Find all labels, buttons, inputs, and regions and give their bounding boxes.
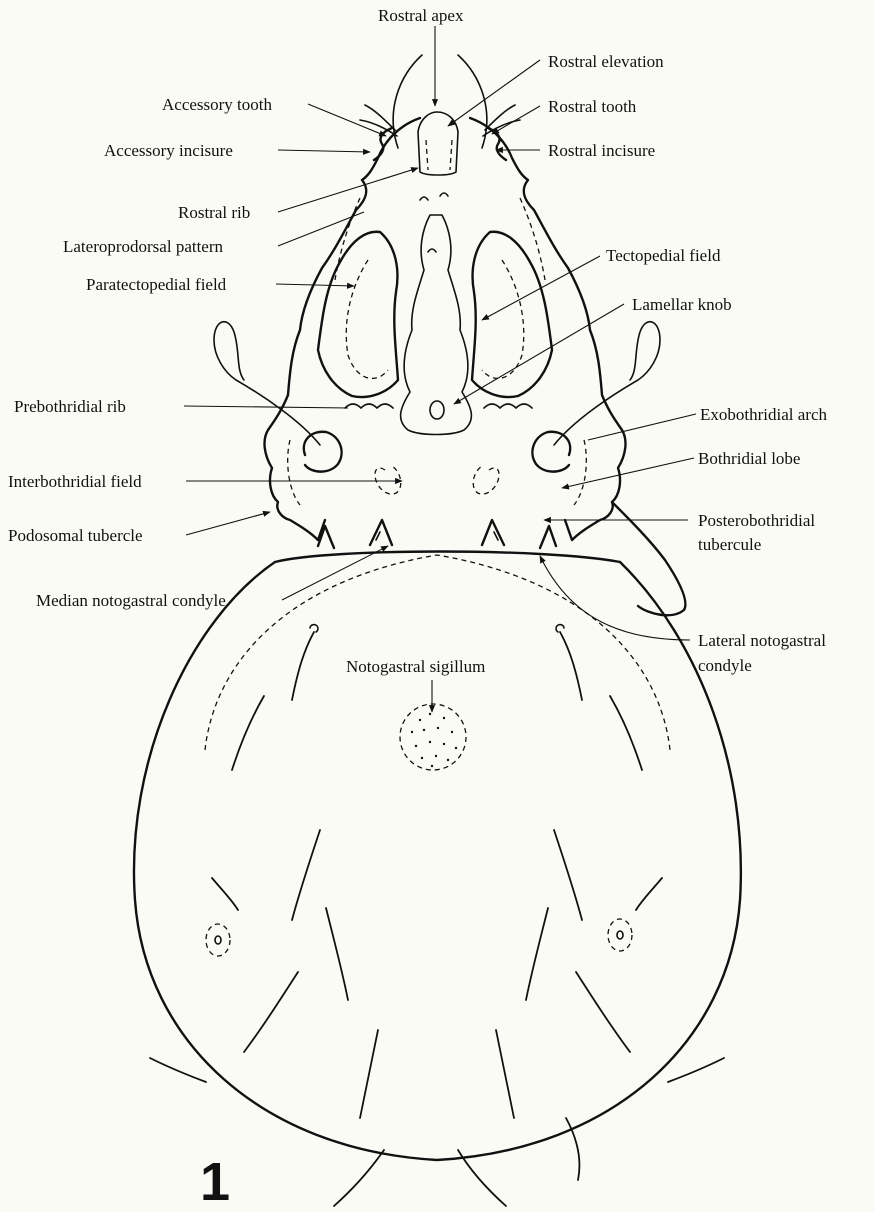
label-bothridial-lobe: Bothridial lobe <box>698 449 800 468</box>
seta-alveolus <box>310 625 318 632</box>
label-interbothridial-field: Interbothridial field <box>8 472 142 491</box>
label-lateroprodorsal-pattern: Lateroprodorsal pattern <box>63 237 224 256</box>
rostral-hair-left <box>360 105 397 136</box>
lamellar-knob <box>430 401 444 419</box>
label-exobothridial-arch: Exobothridial arch <box>700 405 827 424</box>
prebothridial-rib-left <box>345 404 393 408</box>
dorsosejugal-dashed-line <box>205 555 670 750</box>
label-posterobothridial-tubercule-line1: Posterobothridial <box>698 511 815 530</box>
leader-lines <box>184 26 696 712</box>
bothridium-right <box>532 432 570 472</box>
notogastral-sigillum-outline <box>400 704 466 770</box>
condyle-marks <box>376 532 498 540</box>
exobothridial-dash <box>288 440 587 505</box>
label-lateral-notogastral-condyle-line2: condyle <box>698 656 752 675</box>
prodorsum-outline <box>265 118 626 540</box>
seta <box>232 696 264 770</box>
label-prebothridial-rib: Prebothridial rib <box>14 397 126 416</box>
figure-number: 1 <box>200 1152 230 1212</box>
label-paratectopedial-field: Paratectopedial field <box>86 275 227 294</box>
lateral-condyle-right <box>540 526 556 548</box>
label-posterobothridial-tubercule-line2: tubercule <box>698 535 761 554</box>
interbothridial-field-left <box>375 466 401 494</box>
label-accessory-tooth: Accessory tooth <box>162 95 273 114</box>
lateral-condyle-left <box>318 526 334 548</box>
humeral-process-right <box>612 502 685 615</box>
label-rostral-elevation: Rostral elevation <box>548 52 664 71</box>
rostral-rib-dashes <box>426 140 452 170</box>
label-rostral-incisure: Rostral incisure <box>548 141 655 160</box>
seta <box>554 830 582 920</box>
median-condyle-left <box>370 520 392 545</box>
seta <box>334 1150 384 1206</box>
notogastral-sigillum-dots <box>411 713 457 767</box>
seta <box>326 908 348 1000</box>
labels: Rostral apex Rostral elevation Accessory… <box>8 6 827 676</box>
seta <box>576 972 630 1052</box>
tectopedial-dash-right <box>482 260 524 378</box>
label-lamellar-knob: Lamellar knob <box>632 295 732 314</box>
label-rostral-apex: Rostral apex <box>378 6 464 25</box>
lyrifissure-right <box>608 919 632 951</box>
tectopedial-dash-left <box>346 260 388 378</box>
label-median-notogastral-condyle: Median notogastral condyle <box>36 591 226 610</box>
label-lateral-notogastral-condyle-line1: Lateral notogastral <box>698 631 826 650</box>
seta-alveolus <box>556 625 564 632</box>
label-rostral-rib: Rostral rib <box>178 203 250 222</box>
label-accessory-incisure: Accessory incisure <box>104 141 233 160</box>
lyrifissure-left <box>206 924 230 956</box>
median-condyle-right <box>482 520 504 545</box>
bothridium-left <box>304 432 342 472</box>
prebothridial-rib-right <box>484 404 532 408</box>
label-rostral-tooth: Rostral tooth <box>548 97 637 116</box>
lyrifissure-left-core <box>215 936 221 944</box>
notogastral-setae <box>150 625 724 1206</box>
seta <box>668 1058 724 1082</box>
label-tectopedial-field: Tectopedial field <box>606 246 721 265</box>
seta <box>610 696 642 770</box>
label-notogastral-sigillum: Notogastral sigillum <box>346 657 485 676</box>
seta <box>526 908 548 1000</box>
notogaster-outline <box>134 562 741 1160</box>
seta <box>292 632 314 700</box>
sensillus-left <box>214 322 320 445</box>
seta <box>292 830 320 920</box>
seta <box>496 1030 514 1118</box>
seta <box>360 1030 378 1118</box>
seta <box>244 972 298 1052</box>
accessory-incisure-left <box>374 128 392 160</box>
seta <box>212 878 238 910</box>
seta <box>560 632 582 700</box>
interbothridial-field-right <box>473 466 499 494</box>
lyrifissure-right-core <box>617 931 623 939</box>
central-marks <box>420 193 448 252</box>
seta <box>150 1058 206 1082</box>
label-podosomal-tubercle: Podosomal tubercle <box>8 526 143 545</box>
seta <box>636 878 662 910</box>
